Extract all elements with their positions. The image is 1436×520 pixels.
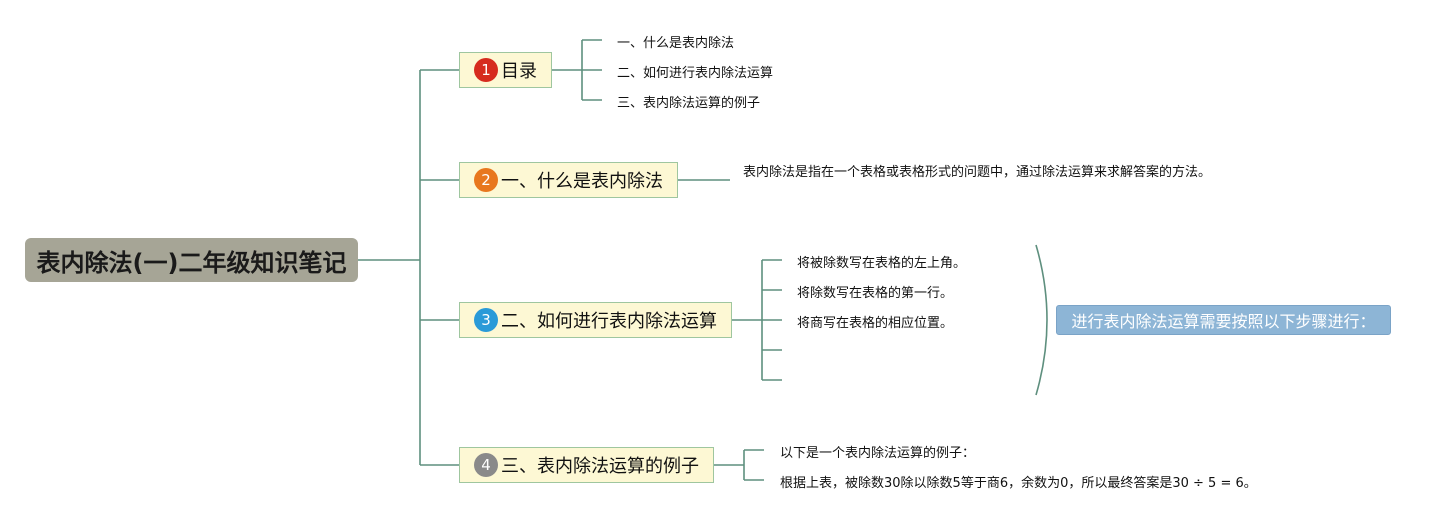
method-step-3[interactable]: 将商写在表格的相应位置。 — [797, 316, 954, 331]
toc-item-3[interactable]: 三、表内除法运算的例子 — [617, 96, 761, 111]
number-badge-icon: 1 — [474, 58, 498, 82]
branch-example[interactable]: 4 三、表内除法运算的例子 — [459, 447, 714, 483]
branch-method[interactable]: 3 二、如何进行表内除法运算 — [459, 302, 732, 338]
method-step-2[interactable]: 将除数写在表格的第一行。 — [797, 286, 954, 301]
example-result[interactable]: 根据上表，被除数30除以除数5等于商6，余数为0，所以最终答案是30 ÷ 5 =… — [780, 476, 1257, 491]
number-badge-icon: 2 — [474, 168, 498, 192]
branch-label: 二、如何进行表内除法运算 — [501, 311, 717, 332]
root-topic[interactable]: 表内除法(一)二年级知识笔记 — [25, 238, 358, 282]
branch-label: 一、什么是表内除法 — [501, 171, 663, 192]
root-title: 表内除法(一)二年级知识笔记 — [36, 248, 347, 277]
example-intro[interactable]: 以下是一个表内除法运算的例子： — [780, 446, 976, 461]
toc-item-2[interactable]: 二、如何进行表内除法运算 — [617, 66, 774, 81]
method-step-1[interactable]: 将被除数写在表格的左上角。 — [797, 256, 967, 271]
branch-definition[interactable]: 2 一、什么是表内除法 — [459, 162, 678, 198]
method-summary[interactable]: 进行表内除法运算需要按照以下步骤进行： — [1056, 305, 1391, 335]
toc-item-1[interactable]: 一、什么是表内除法 — [617, 36, 735, 51]
number-badge-icon: 4 — [474, 453, 498, 477]
branch-toc[interactable]: 1 目录 — [459, 52, 552, 88]
branch-label: 目录 — [501, 61, 537, 82]
definition-text[interactable]: 表内除法是指在一个表格或表格形式的问题中，通过除法运算来求解答案的方法。 — [743, 165, 1212, 180]
number-badge-icon: 3 — [474, 308, 498, 332]
branch-label: 三、表内除法运算的例子 — [501, 456, 699, 477]
